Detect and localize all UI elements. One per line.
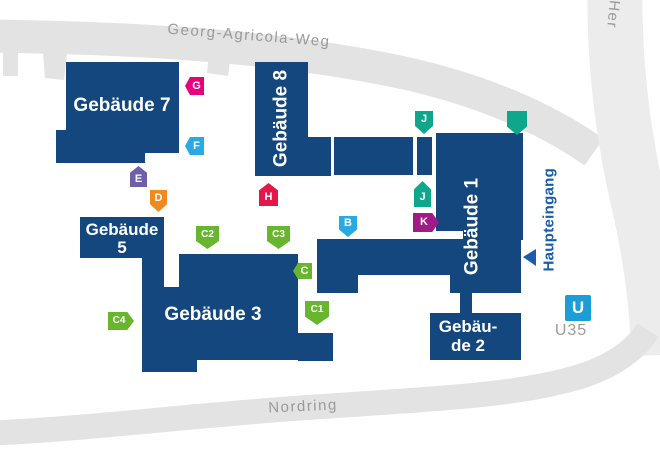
building-gebaeude1-tower-base [463,231,523,240]
u-bahn-line-label: U35 [554,322,588,339]
building-central-bar-right [450,239,521,293]
building-gebaeude5-label: Gebäude 5 [80,221,164,257]
building-link-mid [334,137,413,175]
entrance-marker-f: F [185,137,204,155]
entrance-marker-c: C [293,263,312,279]
entrance-marker-c3: C3 [267,226,290,249]
entrance-marker-c4: C4 [108,312,134,330]
building-gebaeude3-east [298,333,333,361]
building-gebaeude2-label-line1: Gebäu- [438,317,498,336]
building-gebaeude5-shape [80,217,164,258]
main-entrance-marker [507,111,527,135]
main-entrance-arrow-icon [523,249,536,266]
building-gebaeude8-shape [255,62,308,176]
building-link-small [417,137,432,175]
entrance-marker-b: B [339,216,357,237]
entrance-marker-g: G [185,77,204,95]
building-gebaeude2-label-line2: de 2 [450,335,486,355]
entrance-marker-j-mid: J [414,181,431,207]
building-gebaeude7-label: Gebäude 7 [73,95,171,116]
building-gebaeude2-connector [460,293,472,313]
road-nordring [0,322,659,446]
road-herner-strasse [587,0,660,357]
road-stub-north [207,42,232,76]
building-gebaeude1-label: Gebäude 1 [461,177,483,276]
building-gebaeude1-tower [436,133,523,231]
entrance-marker-j-north: J [415,111,433,134]
road-stub-northwest [42,40,68,80]
building-gebaeude3-shape [142,287,298,360]
building-gebaeude3-lobe [142,360,197,372]
building-gebaeude3-upper [179,254,298,288]
entrance-marker-e: E [130,166,147,187]
building-gebaeude8-wing [308,137,331,176]
entrance-marker-k: K [413,213,439,232]
entrance-marker-c2: C2 [196,226,219,249]
building-gebaeude8-label: Gebäude 8 [270,69,292,168]
building-gebaeude5-connector [142,258,164,288]
building-gebaeude7-wing [56,130,145,163]
main-entrance-label: Haupteingang [540,167,558,272]
buildings [56,62,523,372]
building-gebaeude5-label-line1: Gebäude [85,220,159,239]
building-gebaeude2-shape [430,313,521,360]
building-gebaeude2-label: Gebäu- de 2 [425,317,511,355]
entrance-marker-h: H [259,183,278,206]
building-gebaeude3-label: Gebäude 3 [164,304,262,325]
u-bahn-icon: U [565,295,591,321]
building-central-bar-left [317,239,358,293]
entrance-marker-d: D [150,190,167,212]
road-stub-west [3,36,18,76]
building-gebaeude5-label-line2: 5 [117,237,127,257]
